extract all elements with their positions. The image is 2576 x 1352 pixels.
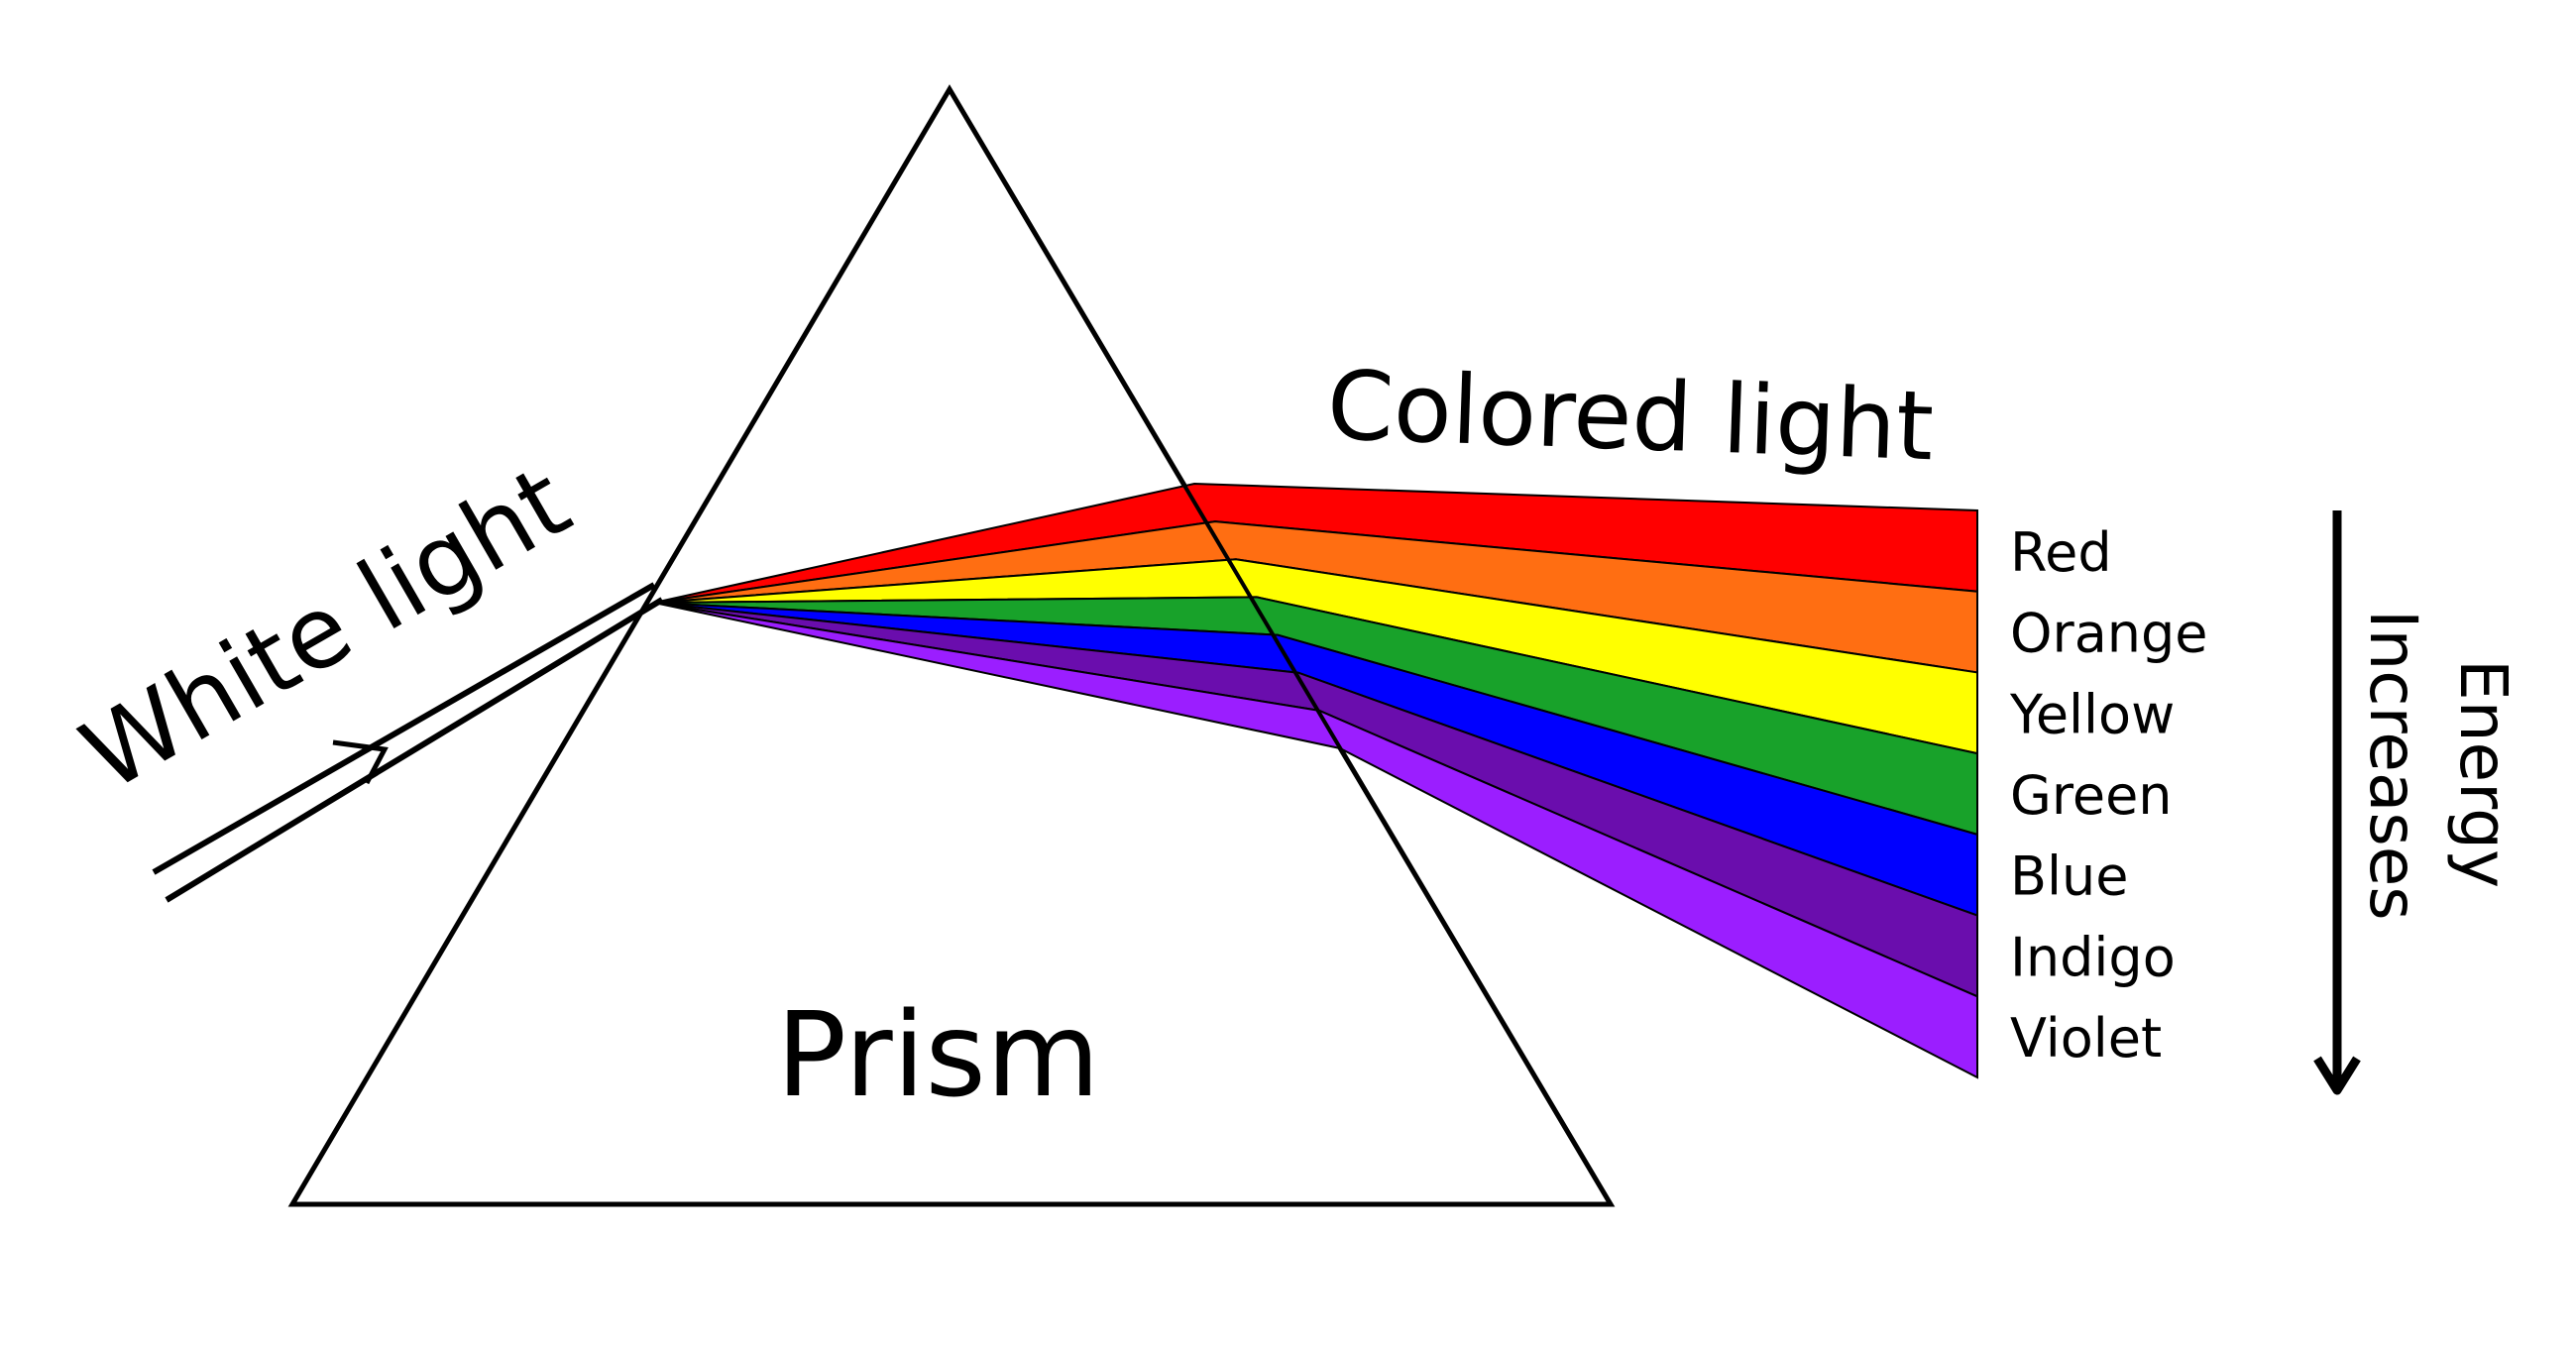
spectrum-label-indigo: Indigo [2010, 926, 2176, 988]
spectrum-label-orange: Orange [2010, 603, 2208, 665]
prism-label: Prism [776, 986, 1100, 1123]
colored-light-label: Colored light [1325, 350, 1935, 482]
spectrum-label-yellow: Yellow [2009, 683, 2175, 745]
spectrum-label-blue: Blue [2010, 845, 2129, 908]
increases-label: Increases [2355, 610, 2431, 921]
spectrum-band-violet [653, 602, 1978, 1079]
spectrum-label-violet: Violet [2010, 1007, 2162, 1070]
white-light-label: White light [63, 443, 589, 813]
energy-label: Energy [2445, 659, 2521, 888]
prism-edge-overlay [948, 87, 1613, 1206]
spectrum-label-green: Green [2010, 764, 2173, 827]
arrow-down-icon [2313, 1056, 2361, 1095]
white-light-arrow-icon [332, 739, 389, 785]
white-light-beam [152, 582, 664, 903]
energy-arrow [2313, 510, 2361, 1095]
spectrum-label-red: Red [2010, 521, 2112, 584]
spectrum-bands [653, 87, 1978, 1206]
